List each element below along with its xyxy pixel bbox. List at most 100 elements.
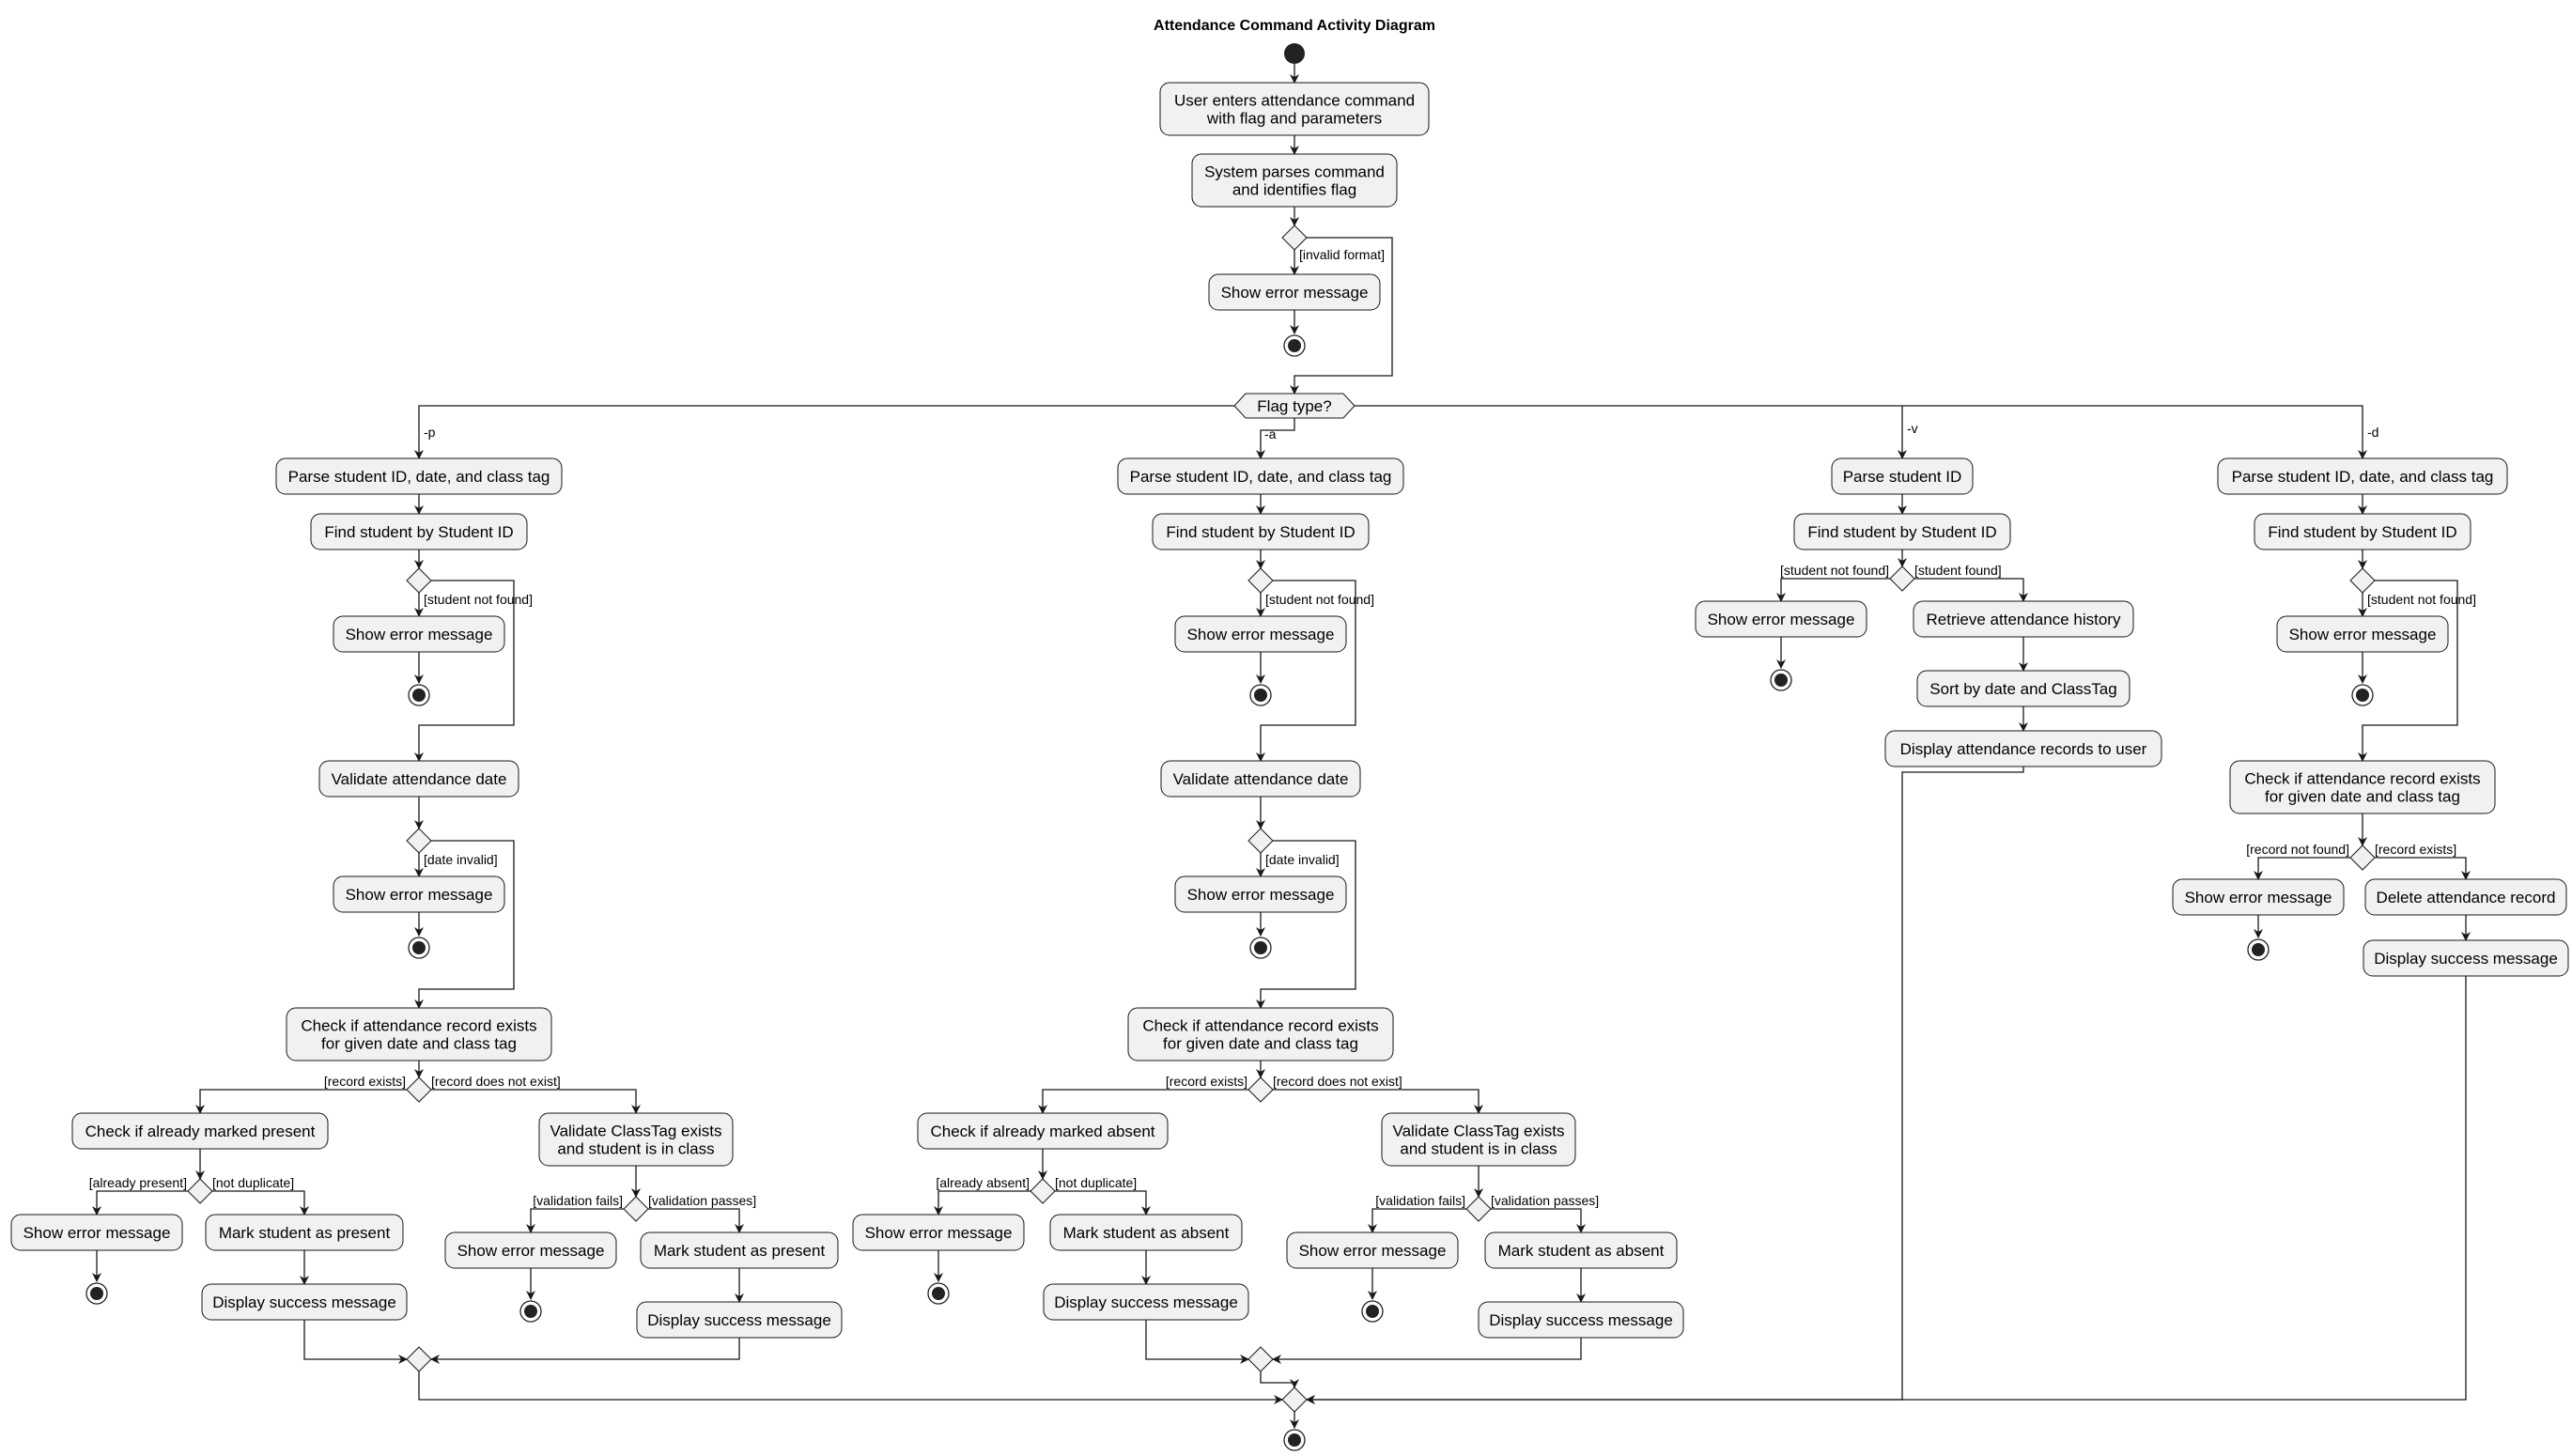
dec-p-class-diamond bbox=[623, 1196, 649, 1222]
action-node-a-mark2: Mark student as absent bbox=[1484, 1231, 1678, 1269]
guard-label-d-record-exists: [record exists] bbox=[2375, 842, 2456, 857]
action-label: Display success message bbox=[1489, 1311, 1673, 1329]
action-node-d-success: Display success message bbox=[2363, 939, 2569, 977]
flow-arrow bbox=[414, 405, 1282, 459]
action-node-a-success1: Display success message bbox=[1043, 1283, 1249, 1321]
action-label: Show error message bbox=[457, 1242, 605, 1260]
dec-p-date-diamond bbox=[406, 828, 432, 854]
flow-arrow bbox=[1256, 418, 1295, 459]
dec-v-student-diamond bbox=[1889, 565, 1915, 592]
flow-arrow bbox=[648, 1208, 744, 1233]
flow-arrow bbox=[303, 1320, 408, 1364]
action-label: Check if attendance record exists bbox=[1142, 1017, 1378, 1035]
stop-a-class-node bbox=[1361, 1300, 1384, 1323]
guard-label-a-not-duplicate: [not duplicate] bbox=[1055, 1175, 1137, 1190]
dec-a-student-diamond bbox=[1247, 567, 1274, 594]
action-node-a-mark: Mark student as absent bbox=[1049, 1214, 1243, 1251]
action-label: Display success message bbox=[212, 1293, 396, 1311]
action-node-d-err-student: Show error message bbox=[2276, 615, 2449, 653]
action-label: Check if attendance record exists bbox=[2244, 770, 2480, 788]
action-node-p-err-student: Show error message bbox=[333, 615, 505, 653]
action-node-p-err-date: Show error message bbox=[333, 875, 505, 913]
flow-arrow bbox=[1902, 405, 2367, 459]
dec-p-student-diamond bbox=[406, 567, 432, 594]
stop-a-date-node bbox=[1249, 937, 1272, 959]
action-node-p-success1: Display success message bbox=[201, 1283, 408, 1321]
action-label: Parse student ID, date, and class tag bbox=[288, 468, 550, 486]
action-label: Parse student ID bbox=[1843, 468, 1962, 486]
dec-d-record-diamond bbox=[2349, 844, 2376, 871]
flow-arrow bbox=[1273, 1089, 1483, 1114]
flow-arrow bbox=[1914, 578, 2028, 602]
action-label: Validate attendance date bbox=[332, 770, 507, 788]
action-node-a-validate-date: Validate attendance date bbox=[1160, 760, 1361, 798]
dec-a-date-diamond bbox=[1247, 828, 1274, 854]
guard-label-invalid-format: [invalid format] bbox=[1299, 247, 1385, 262]
action-node-p-mark: Mark student as present bbox=[205, 1214, 404, 1251]
flow-arrow bbox=[431, 1089, 641, 1114]
flow-arrow bbox=[2358, 580, 2458, 762]
action-node-a-check-marked: Check if already marked absent bbox=[917, 1112, 1169, 1150]
action-node-v-find: Find student by Student ID bbox=[1793, 513, 2011, 550]
flow-arrow bbox=[414, 840, 515, 1009]
flow-arrow bbox=[1306, 976, 2467, 1404]
action-label: and student is in class bbox=[1400, 1140, 1557, 1158]
action-label: for given date and class tag bbox=[321, 1035, 517, 1053]
action-node-d-find: Find student by Student ID bbox=[2254, 513, 2471, 550]
guard-label-v-student-not-found: [student not found] bbox=[1780, 563, 1889, 578]
dec-p-record-diamond bbox=[406, 1077, 432, 1103]
action-label: and student is in class bbox=[557, 1140, 714, 1158]
guard-label-a-student-not-found: [student not found] bbox=[1265, 592, 1374, 607]
guard-label-p-record-not-exist: [record does not exist] bbox=[431, 1074, 561, 1089]
flow-arrow bbox=[1307, 405, 1907, 459]
action-label: Show error message bbox=[1187, 626, 1335, 643]
guard-label-p-record-exists: [record exists] bbox=[324, 1074, 406, 1089]
action-node-p-parse: Parse student ID, date, and class tag bbox=[275, 457, 563, 495]
guard-label-flag-v: -v bbox=[1907, 421, 1918, 436]
action-node-p-err-class: Show error message bbox=[444, 1231, 617, 1269]
action-label: Validate ClassTag exists bbox=[550, 1123, 722, 1140]
stop-p-student-node bbox=[408, 684, 430, 706]
flow-arrow bbox=[1145, 1320, 1249, 1364]
action-label: Display success message bbox=[2374, 950, 2558, 968]
guard-label-v-student-found: [student found] bbox=[1914, 563, 2002, 578]
flow-arrow bbox=[430, 1338, 740, 1364]
action-label: User enters attendance command bbox=[1174, 92, 1415, 110]
action-label: Display success message bbox=[1054, 1293, 1238, 1311]
stop-p-class-node bbox=[519, 1300, 542, 1323]
flow-arrow bbox=[1368, 1208, 1466, 1233]
action-label: Check if already marked present bbox=[85, 1123, 316, 1140]
action-label: Validate attendance date bbox=[1173, 770, 1349, 788]
action-node-v-retrieve: Retrieve attendance history bbox=[1913, 600, 2134, 638]
start-node bbox=[1284, 43, 1305, 64]
guard-label-a-date-invalid: [date invalid] bbox=[1265, 852, 1340, 867]
flow-arrow bbox=[1776, 578, 1890, 602]
action-node-a-find: Find student by Student ID bbox=[1152, 513, 1370, 550]
flow-arrow bbox=[1272, 1338, 1582, 1364]
action-node-a-err-date: Show error message bbox=[1174, 875, 1347, 913]
action-label: Parse student ID, date, and class tag bbox=[1130, 468, 1392, 486]
action-label: Show error message bbox=[2185, 889, 2332, 906]
action-label: Show error message bbox=[346, 626, 493, 643]
flow-arrow bbox=[195, 1089, 407, 1114]
guard-label-p-student-not-found: [student not found] bbox=[424, 592, 533, 607]
action-label: Mark student as present bbox=[219, 1224, 391, 1242]
dec-a-record-diamond bbox=[1247, 1077, 1274, 1103]
dec-d-student-diamond bbox=[2349, 567, 2376, 594]
action-node-p-err-dup: Show error message bbox=[10, 1214, 183, 1251]
action-label: Show error message bbox=[1708, 611, 1855, 628]
action-label: Find student by Student ID bbox=[324, 523, 513, 541]
action-node-v-err: Show error message bbox=[1695, 600, 1867, 638]
action-node-a-err-student: Show error message bbox=[1174, 615, 1347, 653]
flow-arrow bbox=[1491, 1208, 1586, 1233]
action-node-p-mark2: Mark student as present bbox=[640, 1231, 839, 1269]
action-node-a-success2: Display success message bbox=[1478, 1301, 1684, 1339]
merge-p-diamond bbox=[406, 1346, 432, 1372]
flow-arrow bbox=[414, 580, 515, 762]
guard-label-p-already-present: [already present] bbox=[89, 1175, 187, 1190]
